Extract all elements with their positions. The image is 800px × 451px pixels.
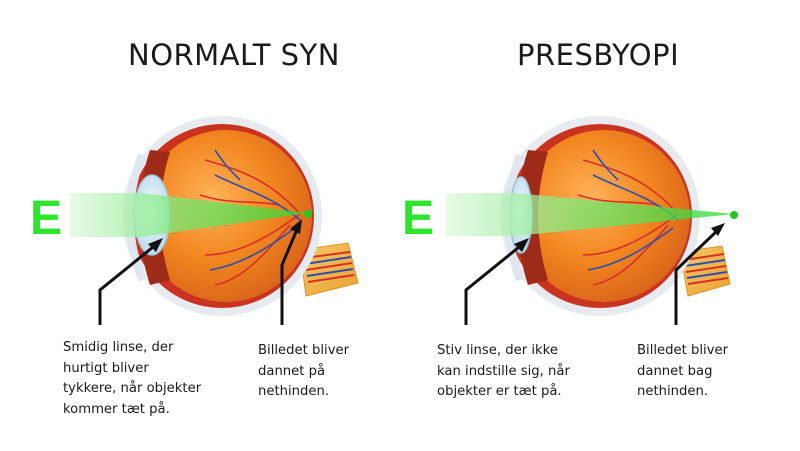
- eye-presbyopia: [446, 116, 738, 325]
- caption-lens-presbyopia: Stiv linse, der ikke kan indstille sig, …: [437, 343, 570, 399]
- arrow-lens: [98, 241, 159, 325]
- letter-e-right: E: [402, 192, 434, 245]
- arrow-retina: [280, 226, 300, 325]
- focal-point: [730, 211, 738, 219]
- light-beam: [446, 193, 734, 236]
- arrow-retina: [674, 228, 720, 325]
- title-presbyopi: PRESBYOPI: [517, 38, 680, 72]
- caption-image-normal: Billedet bliver dannet på nethinden.: [258, 343, 350, 399]
- focal-point: [304, 210, 312, 218]
- caption-lens-normal: Smidig linse, der hurtigt bliver tykkere…: [63, 340, 202, 417]
- letter-e-left: E: [30, 192, 62, 245]
- eye-normal: [70, 116, 359, 325]
- arrow-lens: [464, 241, 525, 325]
- light-beam: [70, 193, 308, 237]
- title-normalt-syn: NORMALT SYN: [128, 38, 340, 72]
- caption-image-presbyopia: Billedet bliver dannet bag nethinden.: [637, 343, 729, 399]
